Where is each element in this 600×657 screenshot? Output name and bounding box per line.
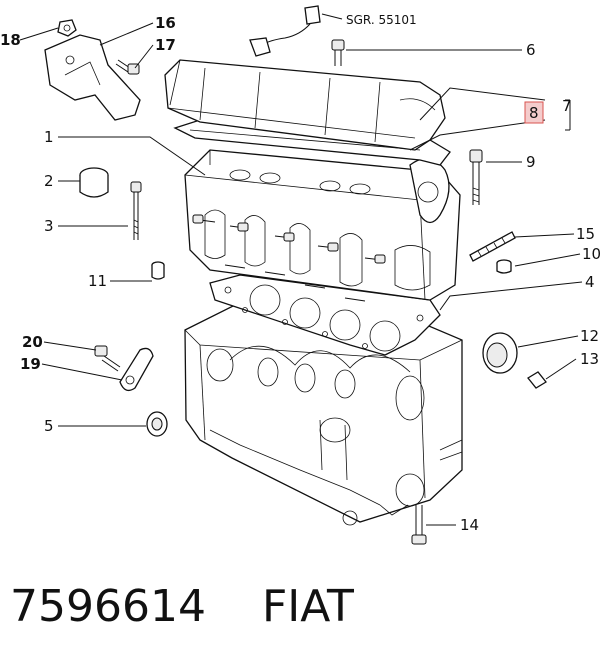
label-3: 3 bbox=[44, 217, 54, 235]
dowel-11 bbox=[151, 261, 165, 280]
label-14: 14 bbox=[460, 516, 479, 534]
label-18: 18 bbox=[0, 31, 21, 49]
label-8: 8 bbox=[529, 104, 539, 122]
label-12: 12 bbox=[580, 327, 599, 345]
stud-15 bbox=[469, 231, 516, 262]
label-19: 19 bbox=[20, 355, 41, 373]
label-5: 5 bbox=[44, 417, 54, 435]
label-9: 9 bbox=[526, 153, 536, 171]
nut-18 bbox=[57, 19, 77, 37]
label-6: 6 bbox=[526, 41, 536, 59]
label-7: 7 bbox=[562, 97, 572, 115]
sensor-reference-label: SGR. 55101 bbox=[346, 13, 417, 27]
leader-lines bbox=[19, 13, 583, 526]
label-10: 10 bbox=[582, 245, 600, 263]
plug-13 bbox=[527, 371, 547, 389]
tappet-bucket bbox=[79, 167, 109, 198]
label-15: 15 bbox=[576, 225, 595, 243]
label-13: 13 bbox=[580, 350, 599, 368]
part-number: 7596614 bbox=[10, 581, 206, 632]
engine-block bbox=[184, 304, 463, 526]
oil-seal-12 bbox=[482, 332, 518, 374]
part-caption: 7596614 FIAT bbox=[10, 572, 354, 642]
head-bolt-3 bbox=[130, 181, 142, 240]
cylinder-head-exploded-diagram: 1 2 3 4 5 6 7 8 9 10 11 12 13 14 15 16 1… bbox=[0, 5, 600, 545]
label-16: 16 bbox=[155, 14, 176, 32]
bolt-14 bbox=[411, 505, 427, 545]
cylinder-head bbox=[184, 149, 461, 302]
bracket-19 bbox=[119, 347, 154, 392]
label-2: 2 bbox=[44, 172, 54, 190]
highlight-box-8 bbox=[524, 101, 544, 124]
label-20: 20 bbox=[22, 333, 43, 351]
lifting-bracket-16 bbox=[44, 34, 141, 121]
bolt-20 bbox=[94, 345, 121, 372]
sensor-sgr bbox=[249, 5, 321, 57]
label-17: 17 bbox=[155, 36, 176, 54]
label-4: 4 bbox=[585, 273, 595, 291]
plug-5 bbox=[146, 411, 168, 437]
label-11: 11 bbox=[88, 272, 107, 290]
label-1: 1 bbox=[44, 128, 54, 146]
head-bolt-9 bbox=[469, 149, 483, 205]
head-gasket bbox=[209, 274, 441, 356]
brand-name: FIAT bbox=[261, 581, 354, 632]
valve-cover bbox=[164, 59, 446, 151]
dowel-10 bbox=[496, 259, 512, 274]
bolt-6 bbox=[331, 39, 345, 66]
